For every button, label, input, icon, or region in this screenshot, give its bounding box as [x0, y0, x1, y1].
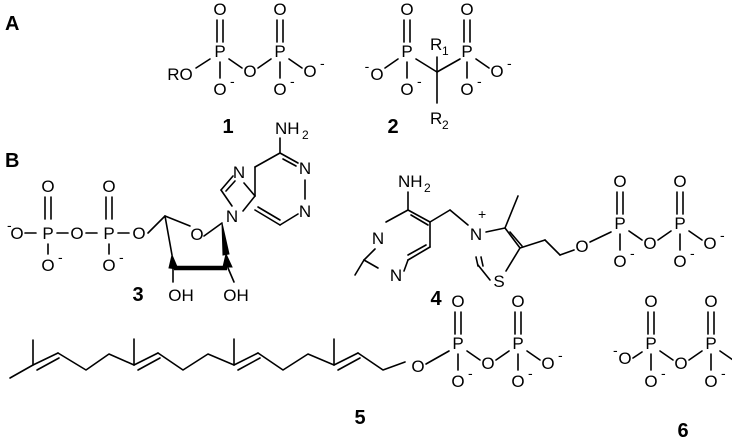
svg-text:2: 2 [442, 118, 449, 132]
svg-text:N: N [470, 225, 482, 244]
svg-text:-: - [7, 217, 12, 233]
compound-number-4: 4 [430, 288, 442, 310]
svg-text:OH: OH [168, 286, 194, 305]
svg-text:O: O [41, 177, 54, 196]
svg-text:O: O [460, 0, 473, 19]
svg-text:O: O [411, 357, 424, 376]
svg-text:O: O [370, 65, 383, 84]
svg-text:O: O [400, 0, 413, 19]
panel-label-a: A [5, 13, 19, 35]
svg-text:O: O [400, 80, 413, 99]
svg-text:O: O [102, 256, 115, 275]
compound-number-1: 1 [222, 116, 233, 138]
svg-text:P: P [461, 42, 472, 61]
compound-6-structure: - O [613, 291, 732, 392]
svg-text:O: O [10, 224, 23, 243]
compound-3-structure: - O O P O - O O P O - O O OH OH N [7, 119, 311, 305]
svg-text:N: N [299, 202, 311, 221]
svg-text:N: N [390, 266, 402, 285]
svg-text:NH: NH [398, 172, 423, 191]
compound-1-structure: RO [167, 0, 326, 100]
svg-text:O: O [618, 349, 631, 368]
svg-text:O: O [490, 62, 503, 81]
svg-text:O: O [102, 177, 115, 196]
svg-text:N: N [299, 159, 311, 178]
svg-text:N: N [372, 229, 384, 248]
svg-text:P: P [103, 224, 114, 243]
svg-text:R: R [430, 109, 442, 128]
svg-text:O: O [41, 256, 54, 275]
compound-number-2: 2 [387, 116, 398, 138]
svg-text:-: - [507, 55, 512, 71]
svg-text:-: - [417, 73, 422, 89]
svg-text:-: - [119, 249, 124, 265]
svg-text:RO: RO [167, 65, 193, 84]
compound-5-structure: O [9, 291, 564, 392]
svg-text:-: - [613, 342, 618, 358]
panel-label-b: B [5, 150, 19, 172]
compound-4-structure: NH 2 N N N + S O [354, 171, 726, 291]
svg-text:2: 2 [424, 181, 431, 195]
svg-text:P: P [42, 224, 53, 243]
svg-text:O: O [575, 237, 588, 256]
compound-2-structure: O - O P O - R 1 R 2 O P O - O - [365, 0, 512, 132]
svg-text:-: - [477, 73, 482, 89]
svg-text:N: N [233, 163, 245, 182]
svg-text:+: + [478, 206, 486, 222]
svg-text:O: O [132, 224, 145, 243]
svg-text:NH: NH [275, 119, 300, 138]
svg-text:P: P [401, 42, 412, 61]
compound-number-3: 3 [132, 284, 143, 306]
svg-text:-: - [365, 58, 370, 74]
svg-text:O: O [460, 80, 473, 99]
svg-text:2: 2 [302, 128, 309, 142]
svg-text:OH: OH [223, 286, 249, 305]
svg-text:S: S [493, 272, 504, 291]
svg-text:O: O [190, 225, 203, 244]
svg-text:-: - [58, 249, 63, 265]
compound-number-6: 6 [677, 420, 688, 442]
svg-text:O: O [70, 224, 83, 243]
svg-text:R: R [430, 35, 442, 54]
compound-number-5: 5 [354, 407, 365, 429]
svg-text:1: 1 [442, 44, 449, 58]
svg-text:N: N [226, 207, 238, 226]
